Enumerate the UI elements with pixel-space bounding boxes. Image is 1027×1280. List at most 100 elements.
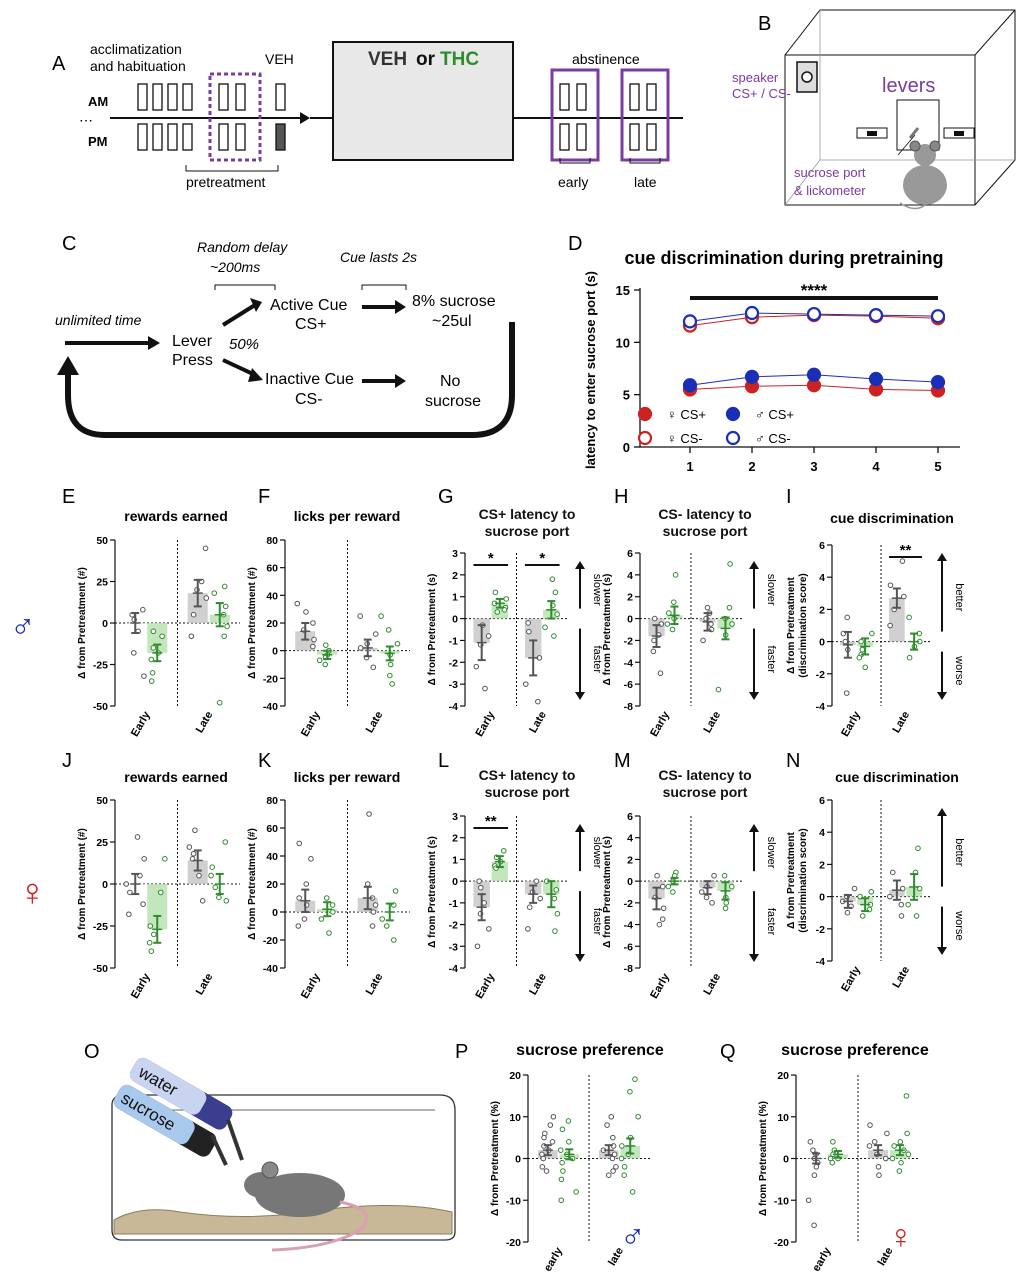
chart-e-point-1-1-2: [222, 603, 229, 610]
chart-l-point-1-0-3: [526, 904, 533, 911]
chart-p-category-label-0: early: [542, 1245, 566, 1274]
chart-f-point-1-0-5: [370, 664, 377, 671]
chart-f-point-0-1-5: [322, 661, 329, 668]
chart-m-point-0-0-5: [656, 921, 663, 928]
chart-l-ytick-label-7: 3: [452, 811, 458, 823]
panel-g: G CS+ latency to sucrose port -4-3-2-101…: [427, 486, 603, 739]
chart-e-point-1-0-3: [203, 595, 210, 601]
chart-l-up-arrowhead: [575, 824, 585, 832]
chart-h-ytick-label-1: -6: [624, 679, 633, 691]
chart-g-point-0-1-1: [503, 596, 510, 602]
arrow-to-active: [221, 303, 257, 327]
panel-h: H CS- latency to sucrose port -8-6-4-202…: [602, 486, 777, 739]
chart-i-point-0-0-0: [844, 614, 851, 621]
chart-l-title: CS+ latency to sucrose port: [478, 767, 576, 800]
chart-n-point-1-0-2: [887, 893, 893, 900]
veh-am-box: [275, 83, 286, 111]
chart-i-category-label-1: Late: [890, 710, 912, 736]
loop-arrowhead: [57, 356, 79, 375]
chart-n-ytick-label-5: 6: [819, 795, 825, 807]
chart-p-point-0-1-6: [559, 1159, 565, 1166]
chart-p-point-1-0-7: [613, 1164, 619, 1170]
chart-p-point-0-1-8: [558, 1176, 565, 1183]
chart-j-point-0-1-5: [148, 948, 155, 955]
chart-q-point-0-1-5: [829, 1159, 836, 1166]
chart-f-ylabel: Δ from Pretreatment (#): [247, 567, 258, 679]
chart-l-point-1-1-3: [554, 910, 561, 917]
chart-q-ytick-label-3: 10: [777, 1112, 789, 1124]
chart-m-point-1-1-1: [728, 883, 735, 890]
chart-h-direction-up-label: slower: [765, 574, 777, 606]
panel-letter-c: C: [62, 233, 76, 255]
chart-g-ytick-label-0: -4: [449, 701, 458, 713]
chart-h-point-0-1-0: [672, 572, 679, 578]
panel-letter-q: Q: [720, 1041, 736, 1063]
chart-k-ytick-label-0: -40: [263, 963, 278, 975]
chart-p-point-1-0-6: [609, 1155, 616, 1162]
chart-n-ylabel: Δ from Pretreatment: [786, 832, 797, 929]
chart-q-point-0-0-7: [805, 1197, 812, 1204]
chart-e-ytick-label-3: 25: [96, 577, 108, 589]
chart-g-down-arrowhead: [575, 692, 585, 700]
label-early-a: early: [558, 174, 588, 190]
chart-d-xtick-label-0: 1: [686, 459, 693, 474]
chart-d-xtick-label-4: 5: [934, 459, 941, 474]
chart-g-point-1-0-1: [526, 628, 532, 635]
chart-j-point-1-0-2: [190, 850, 197, 857]
label-lever: Lever: [172, 333, 213, 350]
chart-e-point-0-1-6: [148, 678, 155, 684]
chart-j-point-1-1-0: [222, 839, 229, 845]
chart-p-point-0-0-4: [549, 1139, 556, 1145]
panel-letter-n: N: [786, 750, 800, 772]
chart-m-category-label-0: Early: [648, 971, 672, 1001]
acclim-pm-box-3: [182, 123, 193, 151]
chart-k-ytick-label-6: 80: [266, 795, 278, 807]
chart-m-ytick-label-5: 2: [627, 854, 633, 866]
sucrose-bottle-label-area: [113, 1084, 195, 1145]
chart-j-ytick-label-1: -25: [93, 921, 108, 933]
chart-l-point-0-0-4: [486, 926, 492, 932]
chart-d-legend-marker-1: [725, 406, 741, 422]
label-sucrose-port: sucrose port: [794, 165, 866, 180]
cue-bracket: [361, 284, 407, 290]
chart-d-ytick-label-2: 10: [616, 335, 630, 350]
chart-l-point-1-0-4: [525, 926, 531, 932]
chart-q-point-1-0-1: [884, 1130, 890, 1137]
chart-d-legend-label-3: ♂ CS-: [755, 431, 791, 446]
chart-m-point-0-1-3: [665, 883, 672, 890]
male-symbol-row: ♂: [10, 608, 36, 646]
port-pointer: [897, 134, 916, 156]
chart-m-ytick-label-0: -8: [624, 963, 633, 975]
chart-j-point-0-0-1: [141, 856, 147, 862]
chart-h-point-0-1-5: [669, 626, 676, 633]
timeline-arrowhead-1: [300, 112, 310, 124]
label-levers: levers: [882, 75, 935, 97]
acclim-pm-box-2: [167, 123, 178, 151]
chart-g-bar-1-0: [524, 618, 542, 658]
chart-d-ylabel: latency to enter sucrose port (s): [583, 271, 598, 469]
chart-h-direction-down-label: faster: [765, 646, 777, 674]
chart-h-point-0-0-0: [651, 615, 658, 622]
chart-p-ytick-label-2: 0: [515, 1154, 521, 1166]
chart-f-ytick-label-0: -40: [263, 701, 278, 713]
panel-c: C Random delay ~200ms Cue lasts 2s unlim…: [55, 233, 515, 438]
chart-p-point-0-0-8: [540, 1155, 547, 1162]
chart-l-point-0-0-1: [478, 884, 484, 891]
chart-j-point-0-1-4: [146, 940, 153, 946]
chart-l-ylabel: Δ from Pretreatment (s): [427, 836, 438, 948]
lever-left-tab-icon: [867, 131, 877, 136]
chart-j-point-0-0-6: [126, 911, 132, 918]
chart-l-direction-down-label: faster: [591, 908, 603, 936]
chart-l-point-1-1-1: [553, 887, 560, 893]
chart-p-ytick-label-4: 20: [509, 1070, 521, 1082]
chart-f-point-1-1-2: [394, 640, 401, 647]
chart-i-down-arrowhead: [937, 692, 947, 700]
chart-h-category-label-0: Early: [648, 709, 672, 739]
panel-letter-b: B: [758, 13, 771, 35]
chart-i-point-1-1-4: [906, 654, 913, 661]
arrowhead-to-active: [250, 298, 262, 312]
chart-e-point-1-1-5: [221, 633, 227, 640]
